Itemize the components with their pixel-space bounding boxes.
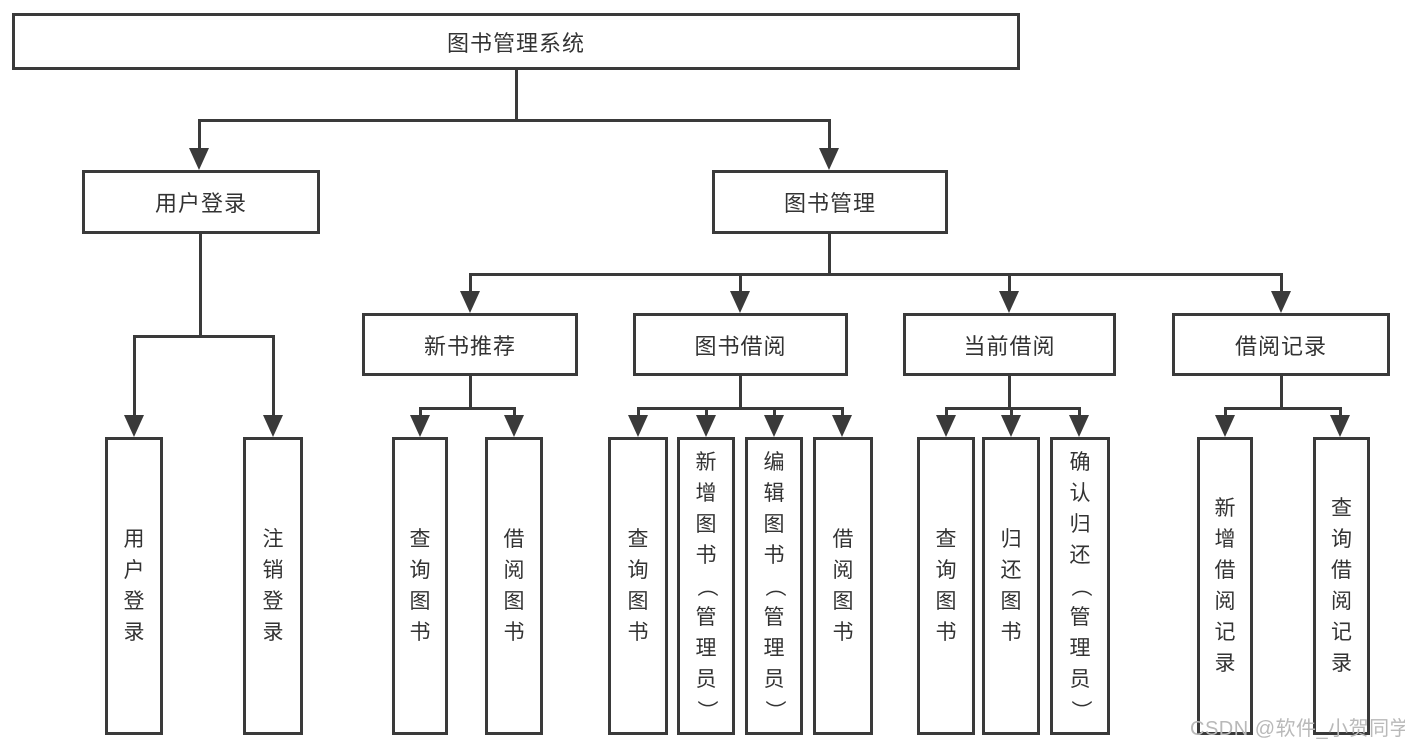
connector-vline <box>515 70 518 119</box>
leaf-logout: 注销登录 <box>243 437 303 735</box>
node-label: 借阅图书 <box>832 528 854 644</box>
connector-hline <box>469 273 1282 276</box>
node-user-login: 用户登录 <box>82 170 320 234</box>
node-label: 编辑图书（管理员） <box>762 450 786 721</box>
leaf-borrow-books-recommend: 借阅图书 <box>485 437 543 735</box>
connector-vline <box>469 273 472 293</box>
arrowhead-down-icon <box>1271 291 1291 313</box>
node-library-management-system: 图书管理系统 <box>12 13 1020 70</box>
leaf-add-book-admin: 新增图书（管理员） <box>677 437 735 735</box>
node-label: 注销登录 <box>262 528 284 644</box>
connector-vline <box>1078 407 1081 417</box>
arrowhead-down-icon <box>764 415 784 437</box>
arrowhead-down-icon <box>730 291 750 313</box>
arrowhead-down-icon <box>189 148 209 170</box>
node-label: 图书管理 <box>783 191 876 216</box>
node-label: 查询图书 <box>409 528 431 644</box>
arrowhead-down-icon <box>832 415 852 437</box>
node-book-borrowing: 图书借阅 <box>633 313 848 376</box>
connector-vline <box>419 407 422 417</box>
connector-hline <box>133 335 274 338</box>
connector-vline <box>198 119 201 148</box>
connector-vline <box>773 407 776 417</box>
node-label: 查询图书 <box>627 528 649 644</box>
arrowhead-down-icon <box>410 415 430 437</box>
arrowhead-down-icon <box>696 415 716 437</box>
connector-vline <box>199 234 202 335</box>
arrowhead-down-icon <box>460 291 480 313</box>
leaf-query-books-current: 查询图书 <box>917 437 975 735</box>
leaf-add-borrow-record: 新增借阅记录 <box>1197 437 1253 735</box>
watermark-text: CSDN @软件_小贺同学 <box>1190 718 1405 740</box>
arrowhead-down-icon <box>124 415 144 437</box>
node-label: 归还图书 <box>1000 528 1022 644</box>
leaf-confirm-return-admin: 确认归还（管理员） <box>1050 437 1110 735</box>
connector-hline <box>198 119 831 122</box>
connector-vline <box>637 407 640 417</box>
arrowhead-down-icon <box>1001 415 1021 437</box>
connector-vline <box>828 234 831 273</box>
node-label: 新增图书（管理员） <box>694 450 718 721</box>
arrowhead-down-icon <box>628 415 648 437</box>
leaf-edit-book-admin: 编辑图书（管理员） <box>745 437 803 735</box>
node-label: 新增借阅记录 <box>1214 497 1236 675</box>
connector-vline <box>705 407 708 417</box>
node-label: 新书推荐 <box>423 333 516 359</box>
leaf-return-book: 归还图书 <box>982 437 1040 735</box>
connector-vline <box>272 335 275 416</box>
connector-hline <box>1224 407 1341 410</box>
arrowhead-down-icon <box>504 415 524 437</box>
arrowhead-down-icon <box>819 148 839 170</box>
leaf-user-login: 用户登录 <box>105 437 163 735</box>
connector-vline <box>828 119 831 148</box>
arrowhead-down-icon <box>1330 415 1350 437</box>
connector-vline <box>469 376 472 407</box>
connector-vline <box>1224 407 1227 417</box>
node-new-book-recommend: 新书推荐 <box>362 313 578 376</box>
arrowhead-down-icon <box>999 291 1019 313</box>
node-label: 图书管理系统 <box>446 30 585 56</box>
node-label: 当前借阅 <box>963 333 1056 359</box>
leaf-query-books-borrowing: 查询图书 <box>608 437 668 735</box>
connector-vline <box>739 273 742 293</box>
arrowhead-down-icon <box>263 415 283 437</box>
arrowhead-down-icon <box>1215 415 1235 437</box>
connector-vline <box>1010 407 1013 417</box>
node-label: 用户登录 <box>154 191 247 216</box>
leaf-query-books-recommend: 查询图书 <box>392 437 448 735</box>
node-label: 借阅记录 <box>1234 333 1327 359</box>
node-book-management: 图书管理 <box>712 170 948 234</box>
leaf-borrow-book: 借阅图书 <box>813 437 873 735</box>
connector-vline <box>1280 376 1283 407</box>
connector-vline <box>1280 273 1283 293</box>
node-label: 用户登录 <box>123 528 145 644</box>
connector-vline <box>945 407 948 417</box>
connector-hline <box>419 407 516 410</box>
arrowhead-down-icon <box>936 415 956 437</box>
connector-hline <box>637 407 843 410</box>
node-label: 查询图书 <box>935 528 957 644</box>
node-label: 确认归还（管理员） <box>1068 450 1092 721</box>
node-label: 图书借阅 <box>694 333 787 359</box>
node-label: 查询借阅记录 <box>1331 497 1352 675</box>
connector-vline <box>133 335 136 416</box>
node-borrowing-records: 借阅记录 <box>1172 313 1390 376</box>
connector-vline <box>1339 407 1342 417</box>
connector-vline <box>1008 376 1011 407</box>
connector-vline <box>513 407 516 417</box>
connector-vline <box>1008 273 1011 293</box>
connector-vline <box>841 407 844 417</box>
arrowhead-down-icon <box>1069 415 1089 437</box>
node-label: 借阅图书 <box>503 528 525 644</box>
leaf-query-borrow-record: 查询借阅记录 <box>1313 437 1370 735</box>
node-current-borrowing: 当前借阅 <box>903 313 1116 376</box>
connector-vline <box>739 376 742 407</box>
